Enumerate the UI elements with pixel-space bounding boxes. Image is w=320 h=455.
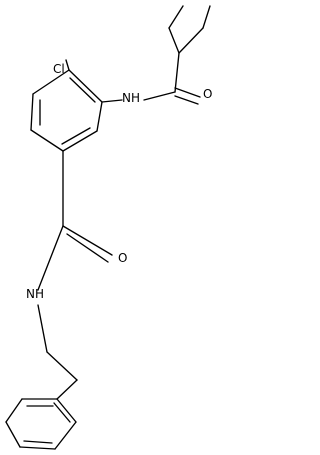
ethyl-b-ch3-bond [202, 5, 211, 29]
ethyl-a-ch3-bond [168, 5, 184, 29]
ring-b-bond-1 [56, 379, 78, 400]
amide-nh-label-top: NH [122, 91, 140, 105]
carbonyl-top-bond-2 [174, 95, 199, 105]
ring-b-inner-2 [23, 440, 53, 444]
molecule-drawing: Cl NH O O NH [5, 5, 212, 450]
n-ethyl-bond-1 [37, 304, 48, 353]
ring-b-bond-5 [19, 446, 56, 450]
carbonyl-oxygen-label-mid: O [118, 251, 127, 265]
ring-b-inner-3 [53, 402, 71, 423]
chloro-bond [65, 59, 70, 71]
ring-b-bond-4 [5, 421, 21, 448]
structure-diagram: Cl NH O O NH [5, 5, 212, 450]
carbonyl-mid-bond-2 [66, 233, 109, 263]
bond-layer [5, 5, 211, 450]
ring-b-bond-3 [5, 398, 23, 423]
ring-a-bond-6 [68, 69, 103, 103]
ring-a-bond-4 [30, 93, 34, 131]
label-layer: Cl NH O O NH [26, 62, 212, 301]
n-ethyl-bond-2 [46, 351, 78, 381]
ring-b-bond-7 [56, 398, 77, 423]
alpha-carbonyl-bond [174, 52, 180, 93]
ethyl-b-ch2-bond [178, 27, 204, 54]
amide-top-n-ring-bond [101, 99, 123, 103]
amide-nh-label-mid: NH [26, 287, 44, 301]
ring-b-bond-6 [54, 421, 77, 450]
ethyl-a-ch2-bond [168, 27, 180, 54]
ring-a-bond-5 [32, 69, 70, 95]
ring-a-inner-3 [69, 77, 96, 103]
ring-a-bond-2 [62, 130, 98, 152]
carbonyl-oxygen-label-top: O [203, 87, 212, 101]
carbonyl-mid-bond-1 [62, 225, 113, 256]
chlorine-label: Cl [53, 62, 65, 76]
amide-top-c-n-bond [143, 91, 176, 101]
ring-a-inner-1 [61, 127, 91, 145]
amide-mid-c-n-bond [37, 225, 64, 291]
ring-a-bond-1 [96, 101, 103, 132]
carbonyl-top-bond-1 [174, 87, 201, 98]
ring-a-bond-3 [30, 129, 64, 152]
